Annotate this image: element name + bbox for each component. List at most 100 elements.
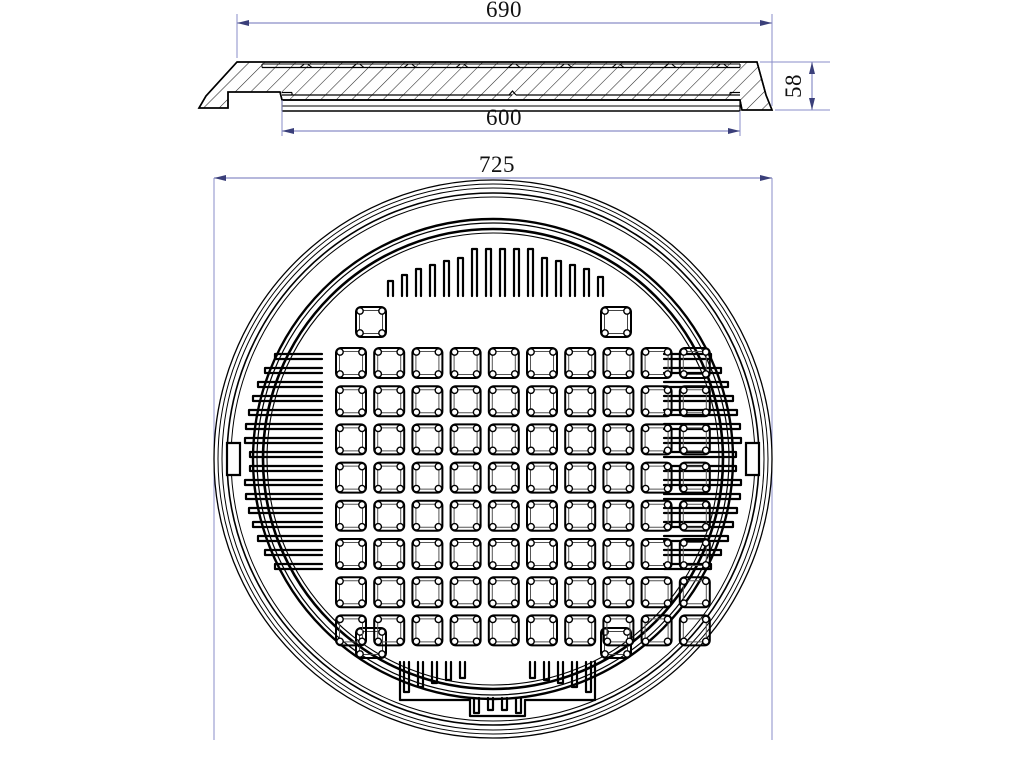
grid-cell [602, 499, 635, 532]
grid-cell [449, 499, 482, 532]
grid-cell [640, 385, 673, 418]
grid-cell [526, 538, 558, 570]
lid-tab-left [225, 441, 242, 477]
grid-cell [411, 538, 444, 570]
grid-cell [678, 461, 711, 494]
grid-cell [487, 347, 520, 379]
grid-cell [373, 423, 406, 456]
vent-slots-left [243, 352, 324, 571]
grid-cell [526, 499, 558, 532]
vent-slots-bottom [402, 660, 593, 715]
grid-cell [526, 385, 558, 418]
lid-tab-right [744, 441, 761, 477]
grid-cell [449, 538, 482, 570]
grid-cell [678, 614, 711, 647]
grid-cell [487, 423, 520, 456]
grid-cell [640, 538, 673, 570]
section-top-relief-lines [261, 63, 741, 69]
grid-cell [335, 576, 367, 609]
corner-square-tr [600, 306, 632, 338]
grid-cell [373, 385, 406, 418]
grid-cell [602, 423, 635, 456]
vent-slots-top [386, 247, 605, 298]
grid-cell [640, 614, 673, 647]
grid-cell [640, 423, 673, 456]
grid-cell [564, 614, 597, 647]
grid-cell [373, 461, 406, 494]
frame-ring-outer [213, 179, 773, 739]
grid-cell [602, 614, 635, 647]
grid-cell [335, 614, 367, 647]
grid-cell [335, 538, 367, 570]
lid-outer-edge [261, 227, 725, 691]
grid-cell [564, 499, 597, 532]
grid-cell [373, 347, 406, 379]
vent-bottom-rails [398, 660, 597, 718]
dimension-label-58: 58 [781, 74, 806, 98]
grid-cell [564, 461, 597, 494]
grid-cell [335, 423, 367, 456]
grid-cell [602, 576, 635, 609]
grid-cell [526, 614, 558, 647]
grid-cell [640, 576, 673, 609]
dimension-label-690: 690 [486, 0, 522, 22]
grid-cell [564, 576, 597, 609]
grid-cell [335, 499, 367, 532]
section-underside-detail [282, 90, 740, 96]
dimension-600: 600 [281, 100, 741, 136]
grid-cell [602, 347, 635, 379]
grid-cell [487, 461, 520, 494]
corner-square-tl [355, 306, 387, 338]
grid-cell [335, 347, 367, 379]
grid-cell [602, 461, 635, 494]
grid-cell [487, 576, 520, 609]
section-top-rib-notches [299, 63, 729, 68]
grid-cell [640, 347, 673, 379]
grid-cell [564, 423, 597, 456]
grid-cell [640, 461, 673, 494]
frame-ring-outer-3 [221, 187, 765, 731]
grid-cell [373, 499, 406, 532]
grid-cell [373, 576, 406, 609]
corner-squares-group [355, 306, 632, 659]
grid-cell [678, 385, 711, 418]
dimension-label-600: 600 [486, 105, 522, 130]
grid-cell [449, 385, 482, 418]
plan-view-group: 725 [213, 152, 773, 740]
grid-cell [411, 461, 444, 494]
grid-cell [487, 538, 520, 570]
plan-lid-disc [261, 227, 725, 691]
grid-cell [449, 423, 482, 456]
grid-cell [335, 461, 367, 494]
grid-cell [449, 576, 482, 609]
grid-cell [564, 538, 597, 570]
grid-cell [487, 499, 520, 532]
grid-cell [449, 614, 482, 647]
grid-cell [678, 538, 711, 570]
grid-cell [487, 614, 520, 647]
grid-cell [526, 423, 558, 456]
grid-cell [564, 347, 597, 379]
grid-cell [373, 538, 406, 570]
grid-cell [602, 385, 635, 418]
grid-cell [449, 461, 482, 494]
grid-cell [526, 347, 558, 379]
grid-cell [411, 423, 444, 456]
frame-ring-outer-2 [217, 183, 769, 735]
grid-cell [449, 347, 482, 379]
frame-ring-seat-2 [256, 222, 730, 696]
vent-slots-right [662, 352, 743, 571]
grid-cell [411, 614, 444, 647]
lid-outer-edge-2 [266, 232, 720, 686]
grid-cell [678, 576, 711, 609]
dimension-label-725: 725 [479, 152, 515, 177]
section-lower-plate [281, 99, 741, 112]
grid-cell [411, 385, 444, 418]
grid-cell [487, 385, 520, 418]
grid-cell [411, 347, 444, 379]
grid-cell [411, 576, 444, 609]
dimension-58: 58 [760, 61, 830, 111]
center-grid-pattern [335, 347, 711, 647]
